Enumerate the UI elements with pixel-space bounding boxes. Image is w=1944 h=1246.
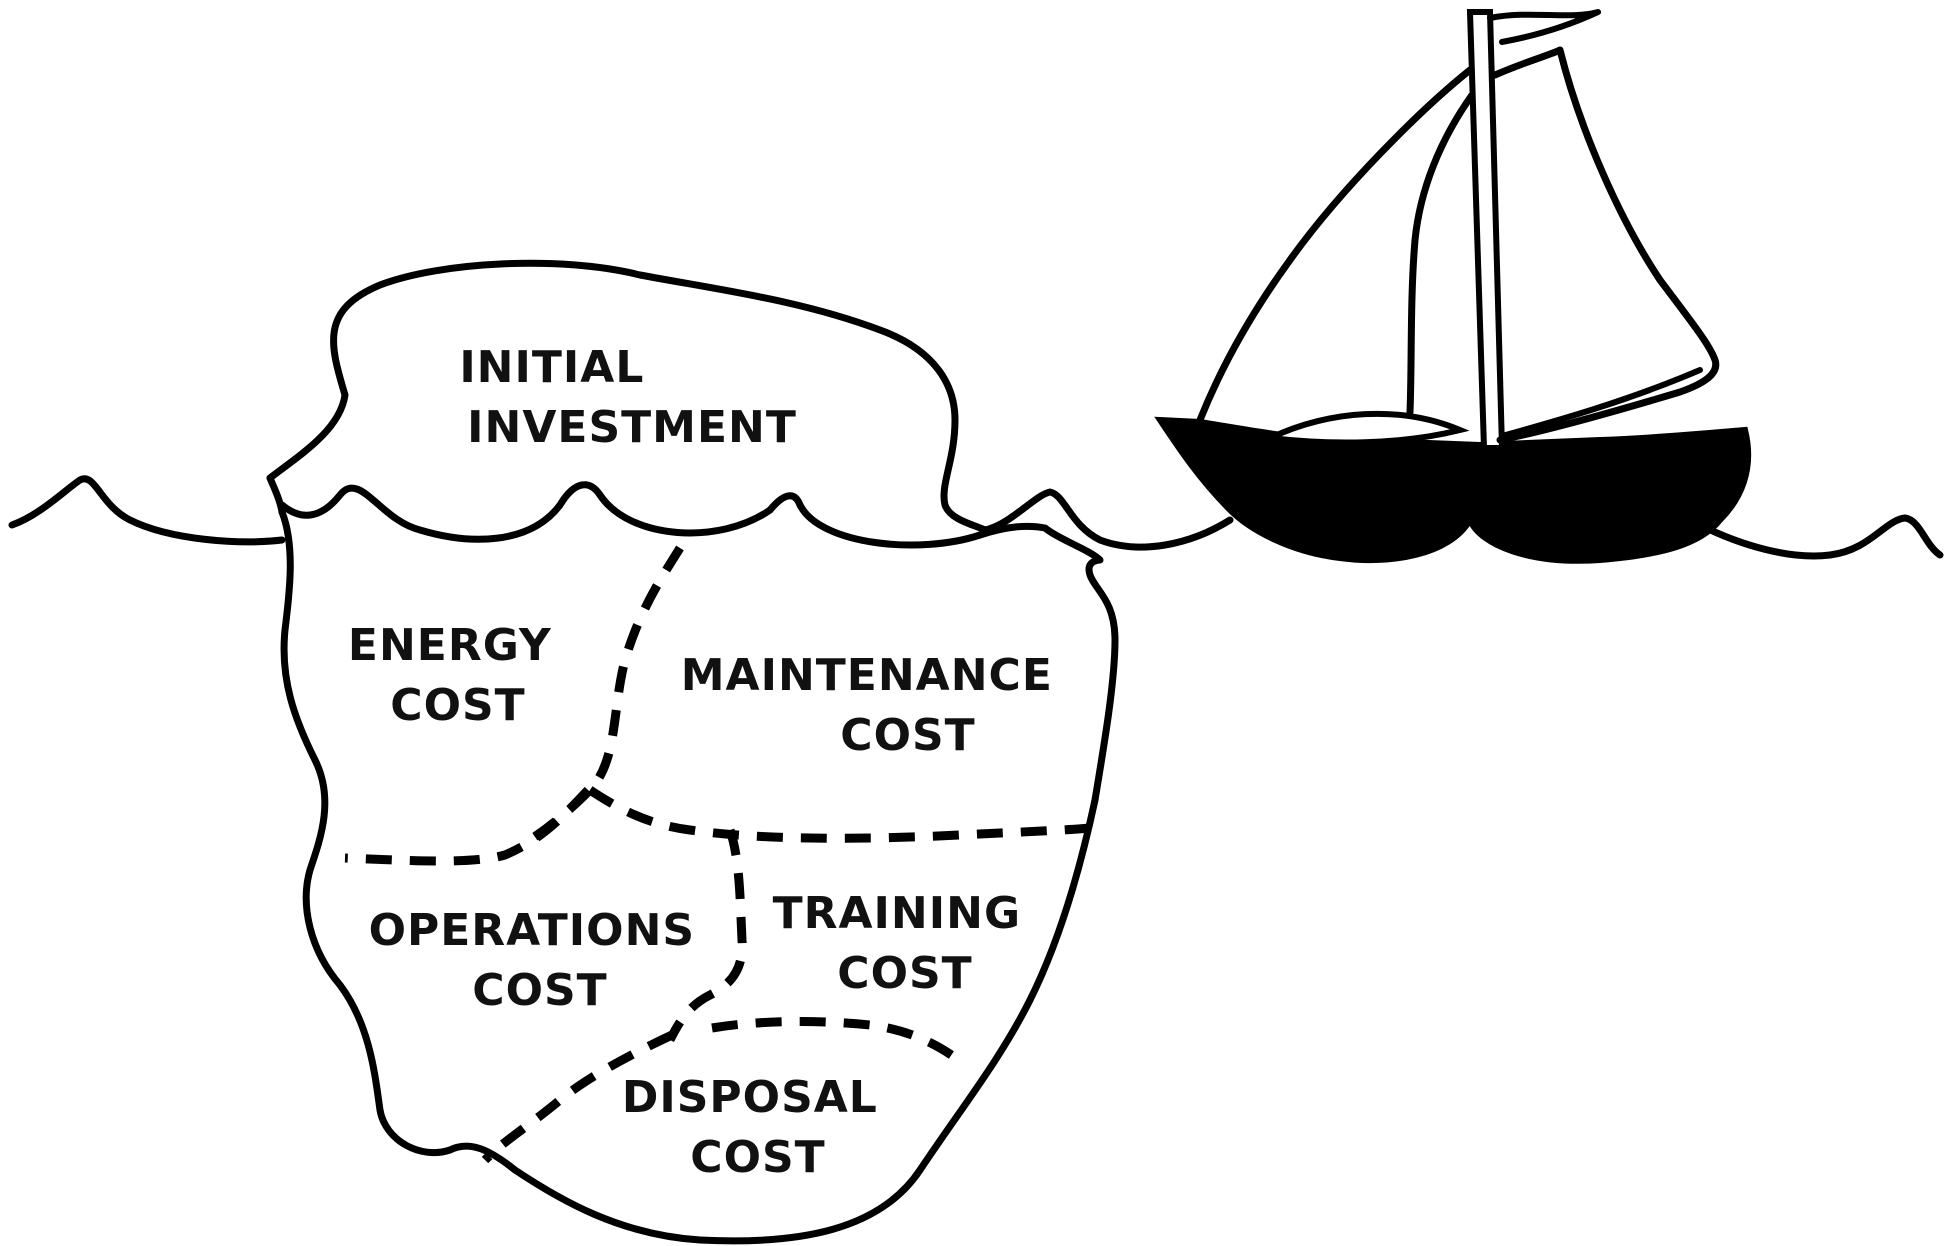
divider-training-disposal <box>711 1017 968 1069</box>
iceberg-tip-outline <box>266 259 989 534</box>
divider-operations-disposal <box>481 1030 674 1164</box>
label-initial-investment-line1: INITIAL <box>459 342 644 393</box>
label-energy-cost-line2: COST <box>390 680 525 731</box>
label-energy-cost: ENERGY COST <box>348 620 568 731</box>
ocean-wave-left <box>8 475 286 546</box>
label-disposal-cost-line1: DISPOSAL <box>622 1072 878 1123</box>
sailboat-hull <box>1154 416 1752 564</box>
label-operations-cost: OPERATIONS COST <box>369 905 712 1016</box>
divider-maintenance-training <box>587 786 1091 843</box>
label-training-cost-line2: COST <box>837 948 972 999</box>
label-maintenance-cost: MAINTENANCE COST <box>681 650 1069 761</box>
label-operations-cost-line2: COST <box>472 965 607 1016</box>
divider-energy-maintenance <box>527 545 684 844</box>
label-initial-investment: INITIAL INVESTMENT <box>459 342 797 453</box>
sailboat-icon <box>1154 9 1752 564</box>
sailboat-main-sail <box>1196 66 1474 424</box>
label-maintenance-cost-line1: MAINTENANCE <box>681 650 1053 701</box>
label-disposal-cost-line2: COST <box>690 1132 825 1183</box>
sailboat-mast <box>1466 9 1506 451</box>
label-training-cost-line1: TRAINING <box>773 888 1021 939</box>
ocean-wave-middle <box>981 488 1234 551</box>
label-energy-cost-line1: ENERGY <box>348 620 552 671</box>
label-maintenance-cost-line2: COST <box>840 710 975 761</box>
sailboat-inner-sail <box>1406 91 1476 416</box>
label-operations-cost-line1: OPERATIONS <box>369 905 696 956</box>
label-disposal-cost: DISPOSAL COST <box>622 1072 894 1183</box>
sailboat-deck <box>1259 410 1470 446</box>
divider-energy-operations <box>344 786 592 866</box>
label-training-cost: TRAINING COST <box>773 888 1038 999</box>
sailboat-jib-foot <box>1499 367 1703 439</box>
ocean-wave-right <box>1696 514 1944 560</box>
divider-operations-training <box>665 828 747 1043</box>
sailboat-jib-sail <box>1491 46 1720 444</box>
iceberg-body-outline <box>278 508 1119 1245</box>
sailboat-flag <box>1487 9 1601 45</box>
iceberg-waterline <box>278 481 1049 549</box>
label-initial-investment-line2: INVESTMENT <box>467 402 797 453</box>
